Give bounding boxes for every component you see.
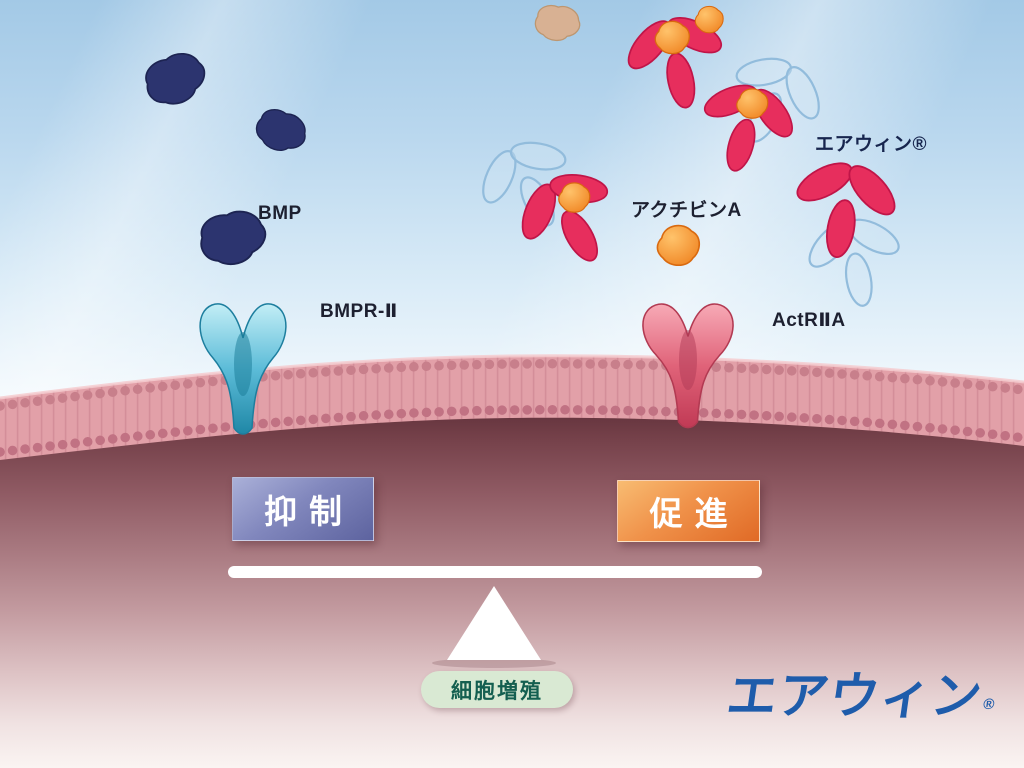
activin-a-icon: [656, 224, 701, 267]
label-activin-a: アクチビンA: [631, 200, 742, 221]
promote-label: 促進: [649, 495, 740, 532]
bmpr2-receptor-shade: [234, 332, 252, 396]
bmp-molecule-icon: [250, 102, 313, 160]
cell-proliferation-pill: 細胞増殖: [421, 671, 573, 708]
seesaw-fulcrum-icon: [447, 586, 541, 660]
seesaw-shadow: [432, 658, 556, 668]
label-actr2a: ActRⅡA: [772, 310, 846, 331]
activin-a-icon: [694, 5, 724, 34]
actr2a-receptor-shade: [679, 330, 697, 390]
molecule-tan-icon: [532, 1, 584, 45]
brand-logo: エアウィン®: [723, 656, 1024, 728]
inhibit-label: 抑制: [264, 493, 354, 530]
seesaw: [228, 566, 762, 668]
label-bmpr2: BMPR-Ⅱ: [320, 301, 398, 322]
membrane-top-highlight: [0, 354, 1024, 400]
membrane-lipid-heads-top: [0, 359, 1024, 411]
inhibit-box: 抑制: [232, 477, 374, 541]
activin-a-icon: [654, 20, 690, 55]
bmp-molecules: [139, 46, 313, 270]
receptors: [199, 303, 734, 435]
seesaw-bar: [228, 566, 762, 578]
promote-box: 促進: [617, 480, 760, 542]
bmp-molecule-icon: [139, 46, 213, 112]
cell-proliferation-label: 細胞増殖: [451, 679, 543, 703]
label-bmp: BMP: [258, 203, 302, 224]
cell-membrane: [0, 354, 1024, 460]
membrane-lipid-heads-bottom: [0, 405, 1024, 457]
label-airwin: エアウィン®: [815, 134, 927, 155]
activin-a-icon: [558, 182, 591, 213]
brand-logo-text: エアウィン: [723, 668, 987, 724]
activin-a-icon: [736, 88, 769, 119]
airwin-antibody-icon: [497, 147, 641, 288]
registered-mark: ®: [982, 696, 997, 713]
